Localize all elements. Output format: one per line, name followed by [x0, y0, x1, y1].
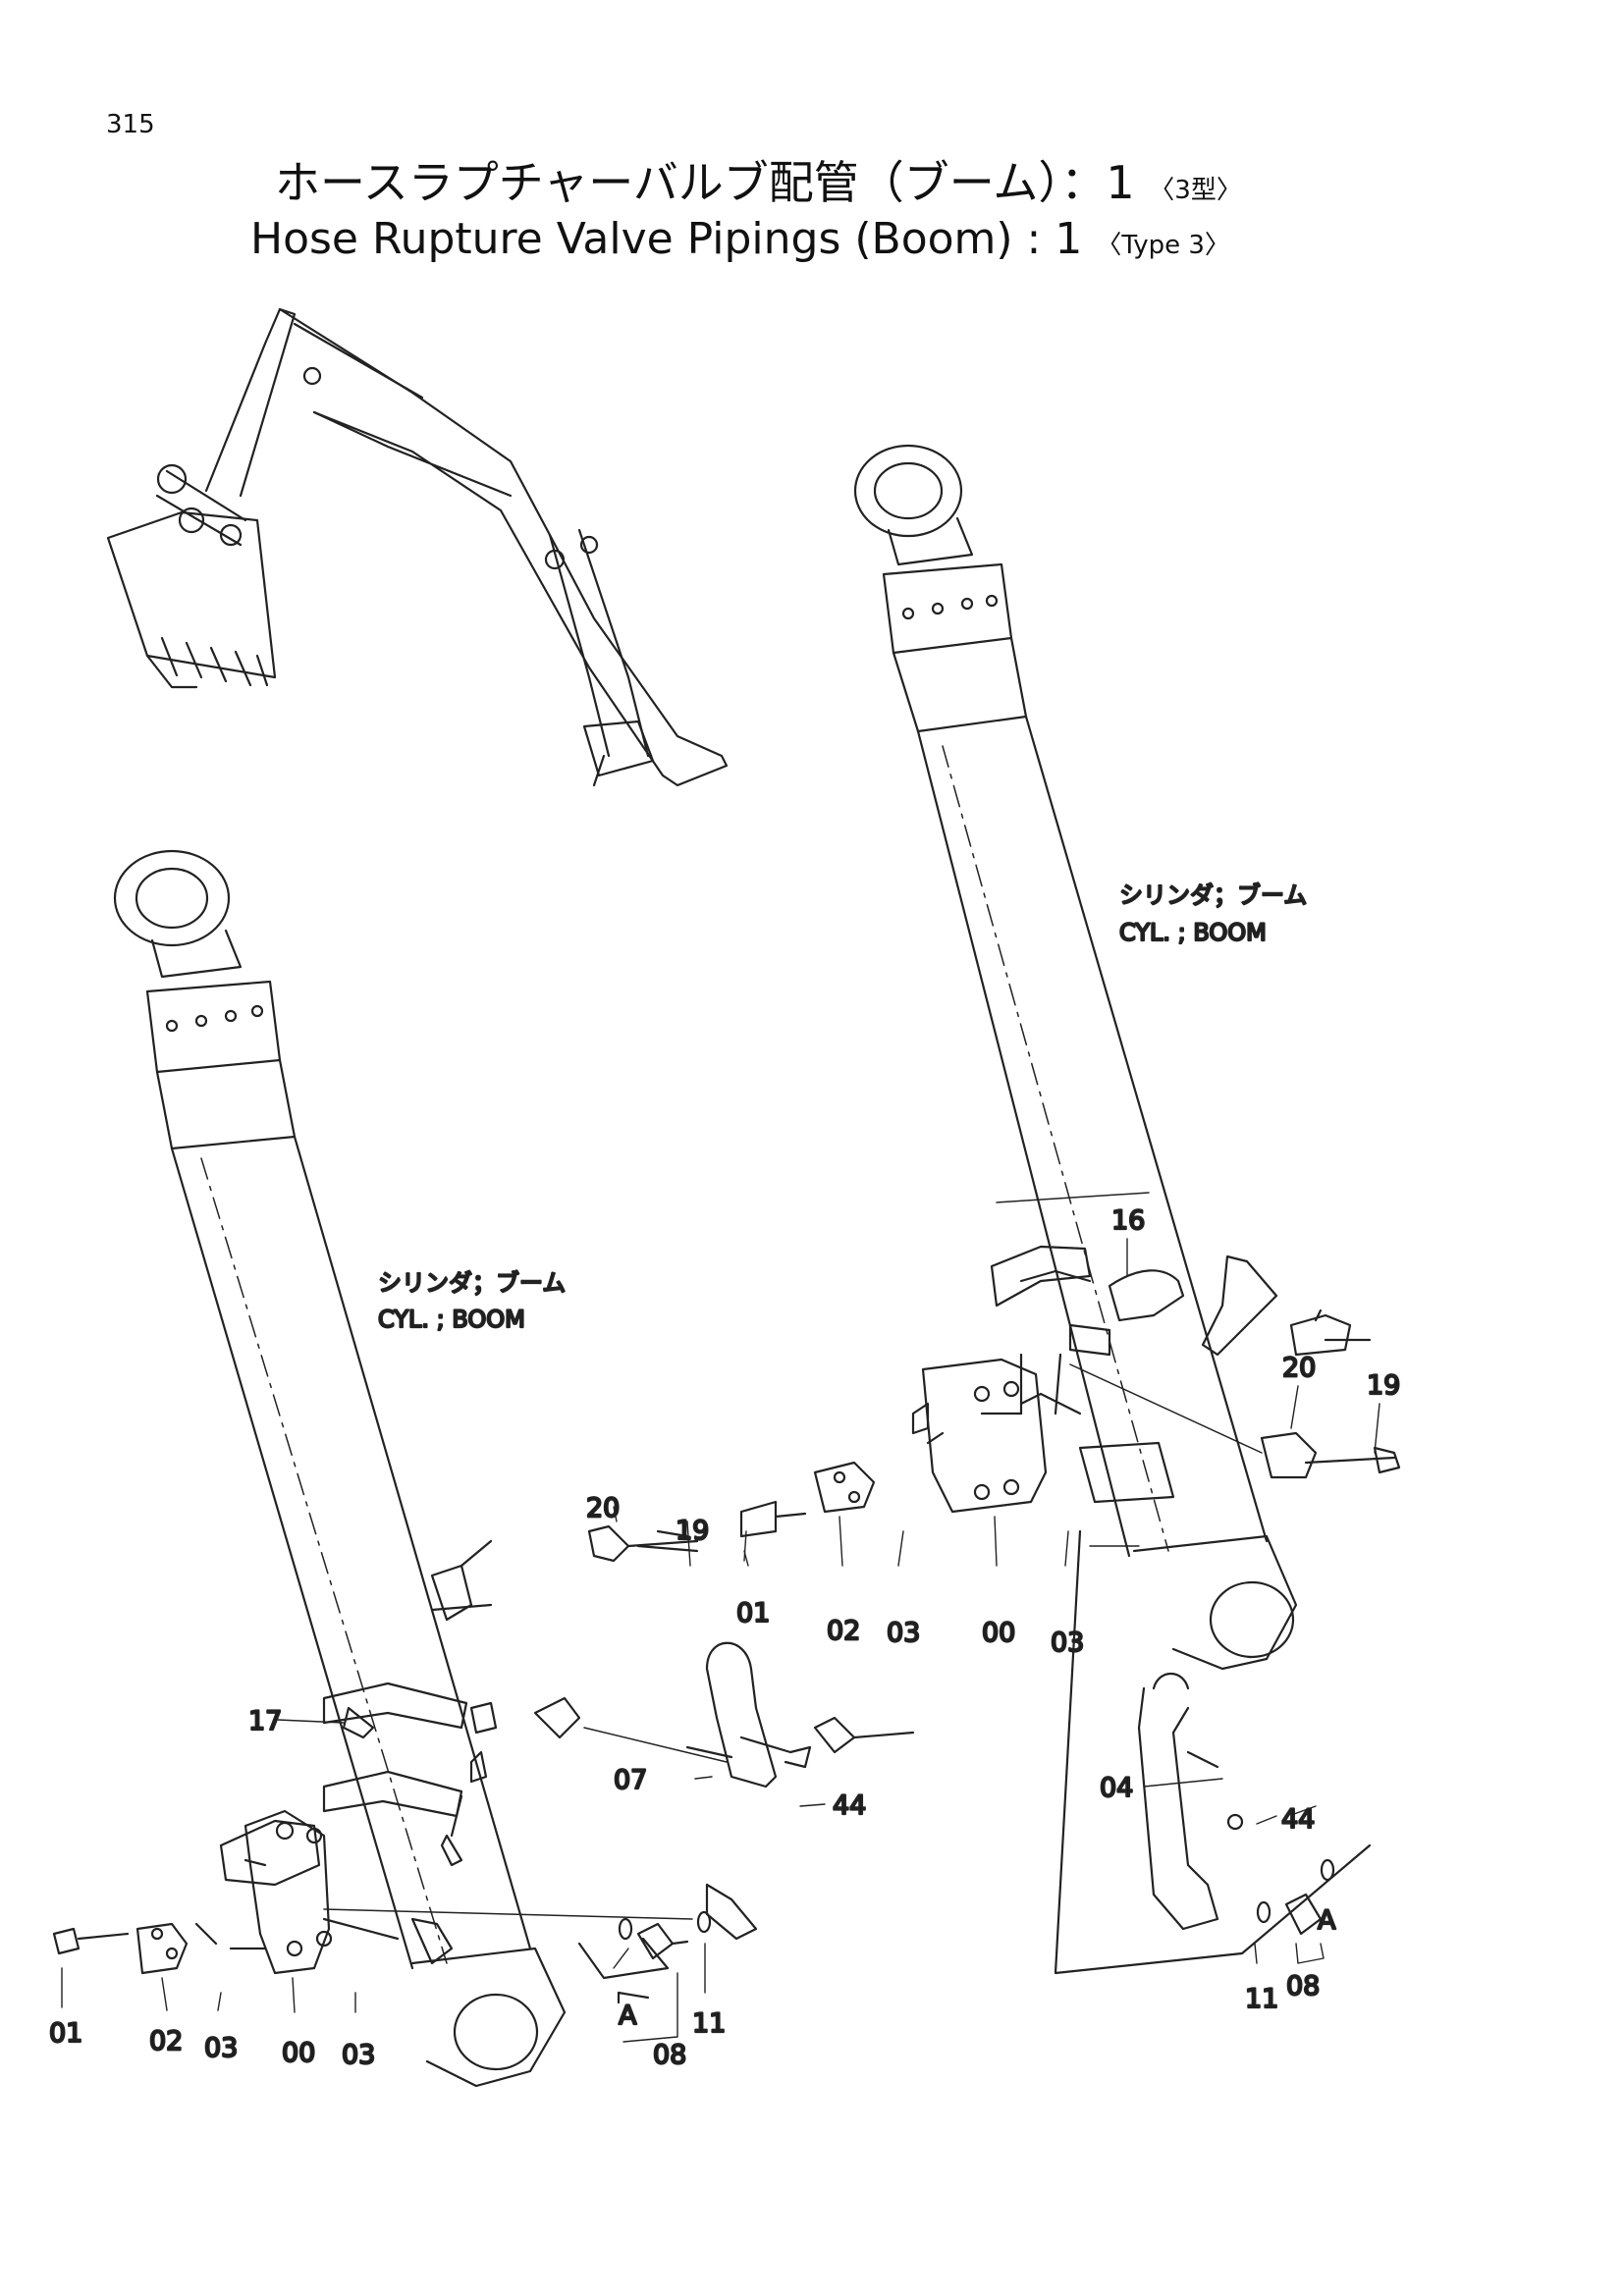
- callout-A: A: [619, 2001, 637, 2031]
- callout-02: 02: [827, 1616, 860, 1646]
- callout-00: 00: [282, 2038, 315, 2068]
- title-japanese-text: ホースラプチャーバルブ配管（ブーム）：1: [275, 156, 1135, 209]
- callout-20: 20: [1282, 1353, 1316, 1383]
- callout-08: 08: [1286, 1971, 1320, 2002]
- title-english-type: 〈Type 3〉: [1096, 231, 1230, 260]
- callout-01: 01: [736, 1598, 770, 1629]
- title-english-text: Hose Rupture Valve Pipings (Boom) : 1: [250, 214, 1083, 264]
- callout-19: 19: [676, 1516, 709, 1546]
- cylinder-left-label-jp: シリンダ；ブーム: [378, 1269, 566, 1297]
- cylinder-right-label-jp: シリンダ；ブーム: [1119, 881, 1307, 909]
- boom-cylinder-right: [853, 444, 1298, 1671]
- callout-08: 08: [653, 2040, 686, 2070]
- excavator-overview-drawing: [106, 307, 729, 787]
- left-valve-assembly: [52, 1524, 915, 2004]
- boom-cylinder-left: [113, 849, 567, 2088]
- callout-16: 16: [1111, 1205, 1145, 1236]
- cylinder-left-label-en: CYL. ; BOOM: [378, 1306, 525, 1333]
- title-japanese: ホースラプチャーバルブ配管（ブーム）：1 〈3型〉: [275, 147, 1242, 212]
- cylinder-right-label-en: CYL. ; BOOM: [1119, 919, 1267, 946]
- title-english: Hose Rupture Valve Pipings (Boom) : 1 〈T…: [250, 214, 1230, 264]
- right-valve-assembly: [739, 1192, 1401, 1975]
- callout-04: 04: [1100, 1773, 1133, 1803]
- callout-44: 44: [1281, 1804, 1315, 1835]
- callout-A: A: [1318, 1905, 1336, 1936]
- callout-01: 01: [49, 2018, 82, 2049]
- callout-44: 44: [833, 1790, 866, 1821]
- callout-02: 02: [149, 2026, 183, 2056]
- callout-leader-lines: [61, 1238, 1380, 2043]
- page-number: 315: [106, 110, 155, 139]
- callout-03: 03: [342, 2040, 375, 2070]
- callout-11: 11: [1245, 1984, 1278, 2014]
- callout-07: 07: [614, 1765, 647, 1795]
- title-japanese-type: 〈3型〉: [1149, 176, 1242, 205]
- callout-11: 11: [692, 2008, 726, 2039]
- callout-00: 00: [982, 1618, 1015, 1648]
- callout-17: 17: [248, 1706, 282, 1736]
- callout-19: 19: [1367, 1370, 1400, 1401]
- callout-03: 03: [1051, 1628, 1084, 1658]
- callout-03: 03: [887, 1618, 920, 1648]
- callout-03: 03: [204, 2033, 238, 2063]
- callout-20: 20: [586, 1493, 620, 1523]
